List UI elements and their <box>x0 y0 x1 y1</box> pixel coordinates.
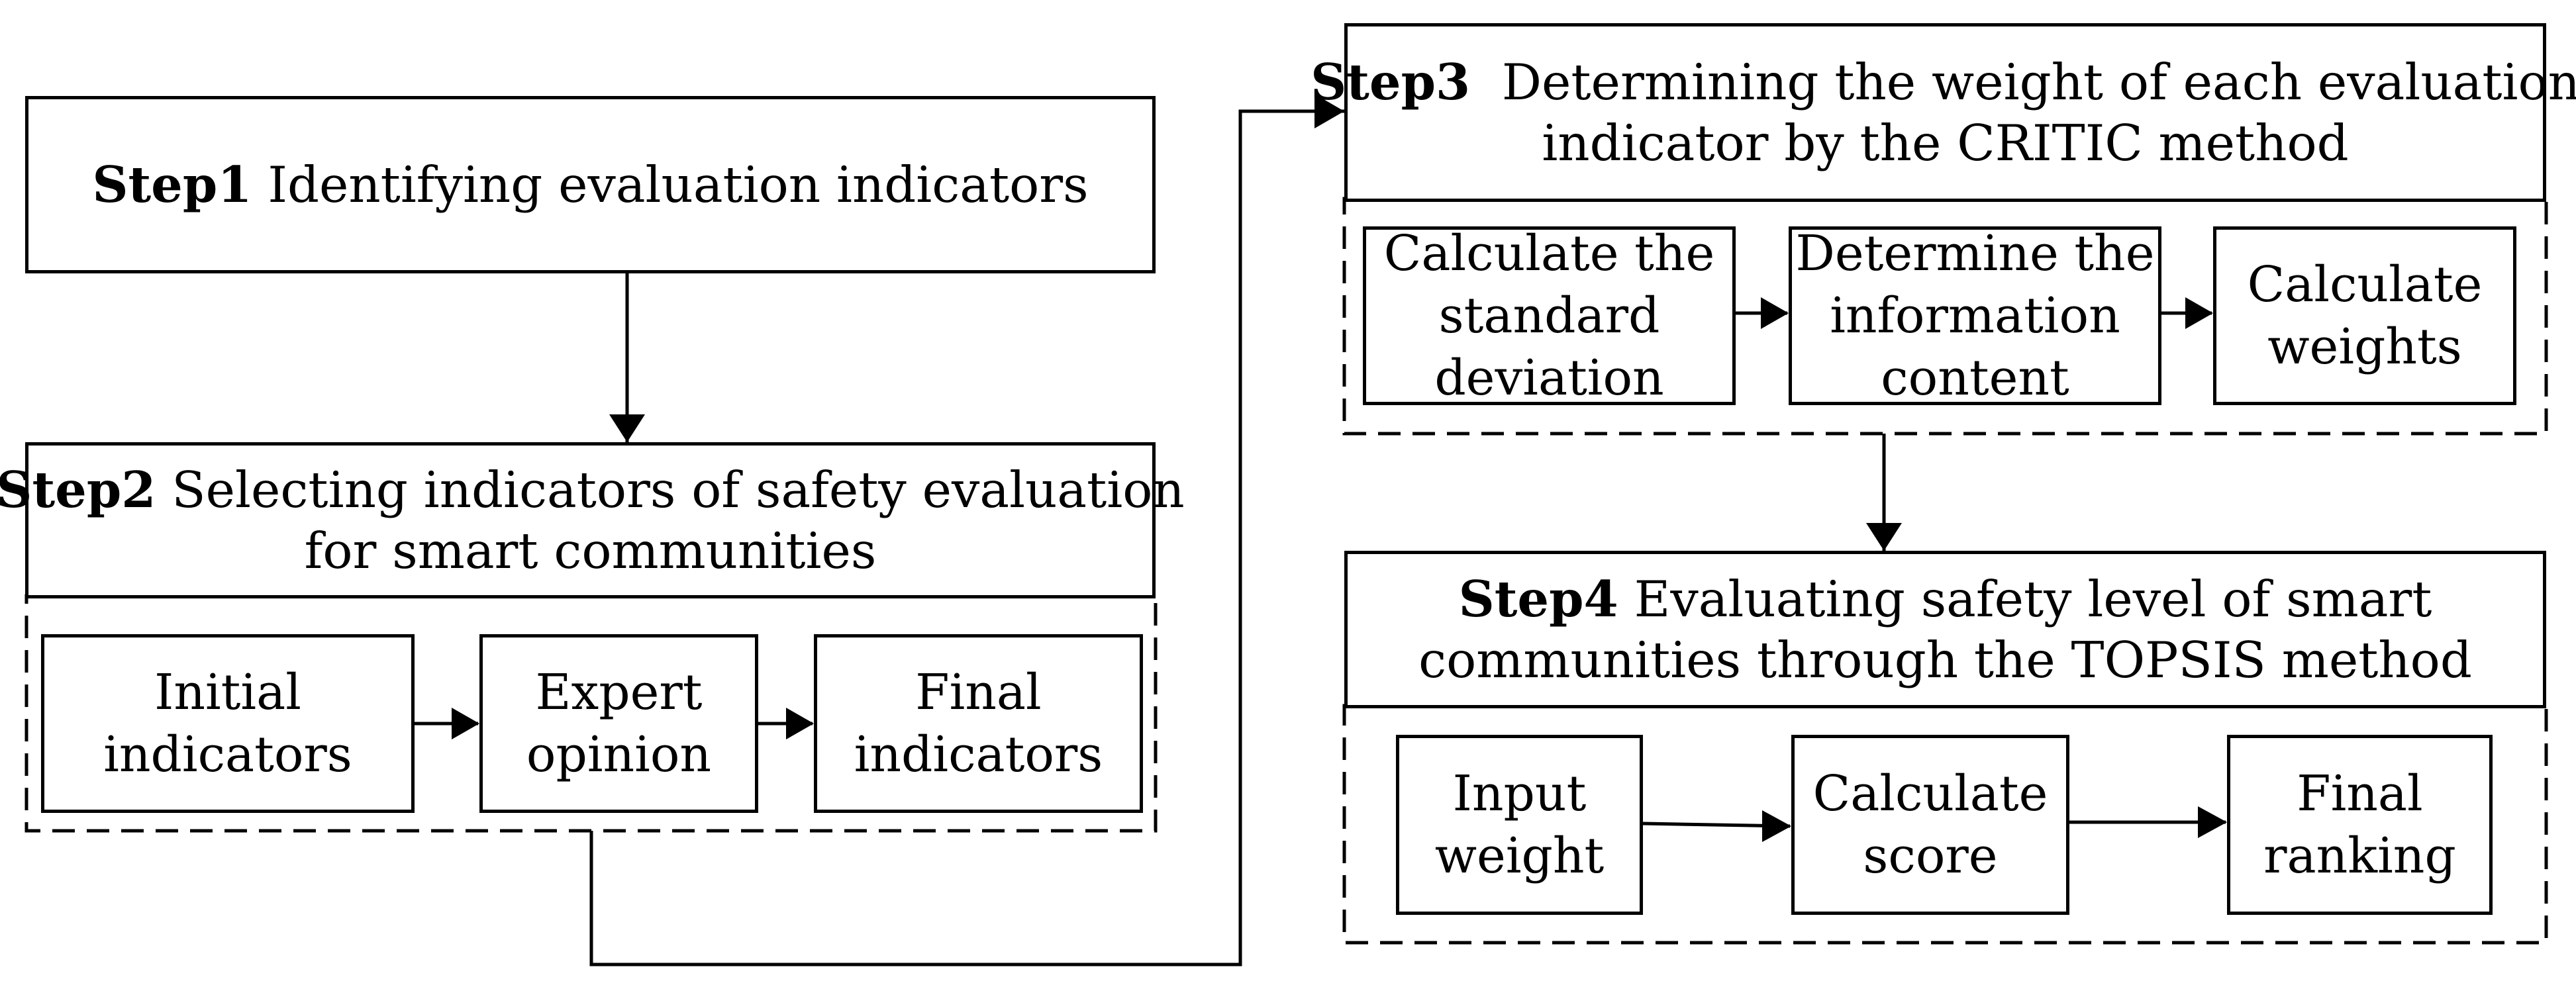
expert-opinion-line1: Expert <box>535 664 703 721</box>
initial-indicators-line1: Initial <box>154 664 301 721</box>
step2-header-box: Step2 Selecting indicators of safety eva… <box>0 442 1185 598</box>
step2-line1: Selecting indicators of safety evaluatio… <box>172 461 1185 519</box>
calculate-weights-line2: weights <box>2267 318 2462 375</box>
input-weight-line1: Input <box>1452 765 1587 822</box>
step3-heading-line1: Step3 Determining the weight of each eva… <box>1311 52 2576 113</box>
standard-deviation-line1: Calculate the <box>1383 225 1715 282</box>
standard-deviation-line3: deviation <box>1434 350 1664 406</box>
step4-heading-line2: communities through the TOPSIS method <box>1418 631 2472 689</box>
information-content-line3: content <box>1881 350 2069 406</box>
calculate-score-box: Calculate score <box>1791 735 2069 915</box>
arrowhead-expert <box>452 708 479 739</box>
step1-box: Step1 Identifying evaluation indicators <box>25 96 1156 273</box>
initial-indicators-line2: indicators <box>103 726 352 783</box>
step2-label: Step2 <box>0 461 156 519</box>
arrowhead-step4 <box>1866 523 1902 551</box>
final-ranking-box: Final ranking <box>2227 735 2493 915</box>
calculate-weights-box: Calculate weights <box>2213 226 2516 405</box>
expert-opinion-box: Expert opinion <box>479 634 758 813</box>
standard-deviation-box: Calculate the standard deviation <box>1363 225 1736 406</box>
step3-line1: Determining the weight of each evaluatio… <box>1501 53 2576 111</box>
step4-line1: Evaluating safety level of smart <box>1634 570 2432 628</box>
input-weight-line2: weight <box>1434 827 1605 884</box>
final-indicators-line1: Final <box>915 664 1042 721</box>
expert-opinion-line2: opinion <box>526 726 712 783</box>
calculate-score-line1: Calculate <box>1812 765 2048 822</box>
final-ranking-line1: Final <box>2297 765 2423 822</box>
step2-heading-line1: Step2 Selecting indicators of safety eva… <box>0 459 1185 520</box>
step4-heading-line1: Step4 Evaluating safety level of smart <box>1459 569 2432 630</box>
arrowhead-final-indicators <box>786 708 814 739</box>
final-indicators-line2: indicators <box>854 726 1103 783</box>
information-content-line1: Determine the <box>1795 225 2155 282</box>
step1-text: Identifying evaluation indicators <box>268 156 1089 214</box>
information-content-box: Determine the information content <box>1789 225 2161 406</box>
final-ranking-line2: ranking <box>2263 827 2456 884</box>
step1-heading: Step1 Identifying evaluation indicators <box>92 154 1088 215</box>
step3-header-box: Step3 Determining the weight of each eva… <box>1311 23 2576 202</box>
input-weight-box: Input weight <box>1396 735 1643 915</box>
final-indicators-box: Final indicators <box>814 634 1143 813</box>
arrowhead-score <box>1762 810 1791 842</box>
step3-label: Step3 <box>1311 53 1471 111</box>
step1-label: Step1 <box>92 156 252 214</box>
standard-deviation-line2: standard <box>1438 287 1660 344</box>
step4-label: Step4 <box>1458 570 1618 628</box>
arrow-input-to-score <box>1642 822 1791 828</box>
step3-heading-line2: indicator by the CRITIC method <box>1542 114 2349 172</box>
arrowhead-ranking <box>2198 806 2227 838</box>
step2-heading-line2: for smart communities <box>304 522 877 580</box>
information-content-line2: information <box>1830 287 2120 344</box>
calculate-score-line2: score <box>1863 827 1998 884</box>
calculate-weights-line1: Calculate <box>2247 256 2483 313</box>
arrowhead-weights <box>2185 297 2213 329</box>
step4-header-box: Step4 Evaluating safety level of smart c… <box>1344 551 2546 708</box>
arrowhead-info <box>1761 297 1789 329</box>
initial-indicators-box: Initial indicators <box>41 634 415 813</box>
arrowhead-step2 <box>609 414 645 442</box>
